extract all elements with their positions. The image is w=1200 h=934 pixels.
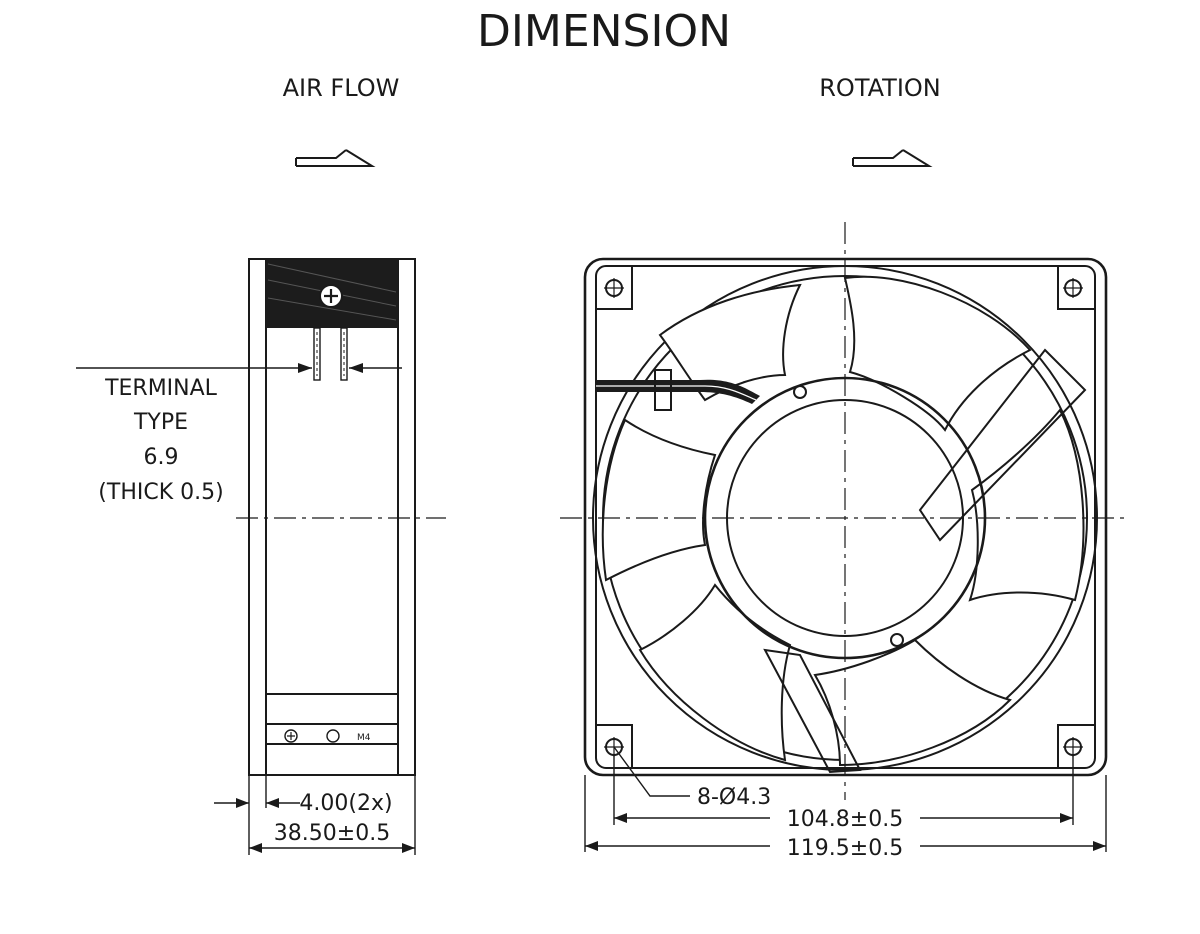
terminal-label-line-4: (THICK 0.5) xyxy=(98,480,223,505)
side-view: AIR FLOW TERMINAL TYPE 6.9 (THICK 0.5) xyxy=(76,74,446,855)
terminal-label-line-1: TERMINAL xyxy=(104,376,218,401)
terminal-pin-right xyxy=(340,327,348,381)
air-flow-label: AIR FLOW xyxy=(283,74,400,102)
rotation-arrow-icon xyxy=(852,149,933,167)
strut-bottom xyxy=(763,648,862,774)
front-view: ROTATION xyxy=(560,74,1128,861)
side-marking: M4 xyxy=(357,733,371,743)
dim-depth: 38.50±0.5 xyxy=(274,821,390,846)
dim-overall-size: 119.5±0.5 xyxy=(787,836,903,861)
wire-clip xyxy=(654,369,672,411)
dim-mounting-holes: 8-Ø4.3 xyxy=(697,785,771,810)
hub-hole-bottom-icon xyxy=(890,633,904,647)
drawing-title: DIMENSION xyxy=(477,6,731,57)
fan-side-body xyxy=(248,258,416,776)
hub-hole-top-icon xyxy=(793,385,807,399)
mount-hole-icon xyxy=(326,729,340,743)
mounting-hole-icon xyxy=(1063,278,1083,298)
dim-flange-thickness: 4.00(2x) xyxy=(299,791,392,816)
terminal-label-line-3: 6.9 xyxy=(144,445,179,470)
fan-blades xyxy=(601,275,1085,767)
ground-screw-icon xyxy=(284,729,298,743)
strut-top-right xyxy=(918,348,1087,542)
air-flow-arrow-icon xyxy=(295,149,376,167)
terminal-label-line-2: TYPE xyxy=(133,410,188,435)
dim-hole-spacing: 104.8±0.5 xyxy=(787,807,903,832)
rotation-label: ROTATION xyxy=(819,74,941,102)
terminal-pin-left xyxy=(313,327,321,381)
mounting-hole-icon xyxy=(604,278,624,298)
mounting-hole-icon xyxy=(1063,737,1083,757)
